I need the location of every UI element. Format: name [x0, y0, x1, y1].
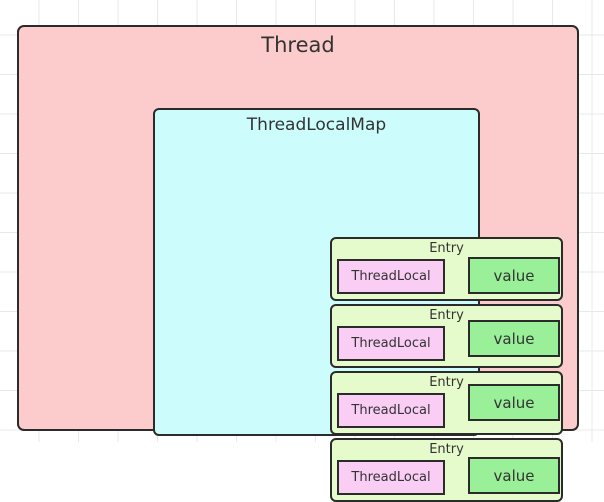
entry-box: Entry ThreadLocal value	[330, 237, 563, 301]
entry-box: Entry ThreadLocal value	[330, 304, 563, 368]
entry-value: value	[468, 320, 560, 357]
entry-key-threadlocal: ThreadLocal	[337, 393, 445, 428]
entry-key-threadlocal: ThreadLocal	[337, 326, 445, 361]
entry-key-threadlocal: ThreadLocal	[337, 259, 445, 294]
entry-value: value	[468, 384, 560, 421]
threadlocalmap-title: ThreadLocalMap	[246, 115, 387, 135]
entry-value: value	[468, 257, 560, 294]
entry-title: Entry	[429, 241, 464, 256]
entry-box: Entry ThreadLocal value	[330, 371, 563, 435]
entry-value: value	[468, 457, 560, 494]
thread-container: Thread ThreadLocalMap Entry ThreadLocal …	[17, 25, 579, 502]
entry-title: Entry	[429, 375, 464, 390]
entry-key-threadlocal: ThreadLocal	[337, 460, 445, 495]
entry-box: Entry ThreadLocal value	[330, 438, 563, 502]
threadlocalmap-container: ThreadLocalMap Entry ThreadLocal value E…	[153, 108, 563, 502]
entry-title: Entry	[429, 442, 464, 457]
thread-title: Thread	[261, 33, 335, 57]
entry-title: Entry	[429, 308, 464, 323]
